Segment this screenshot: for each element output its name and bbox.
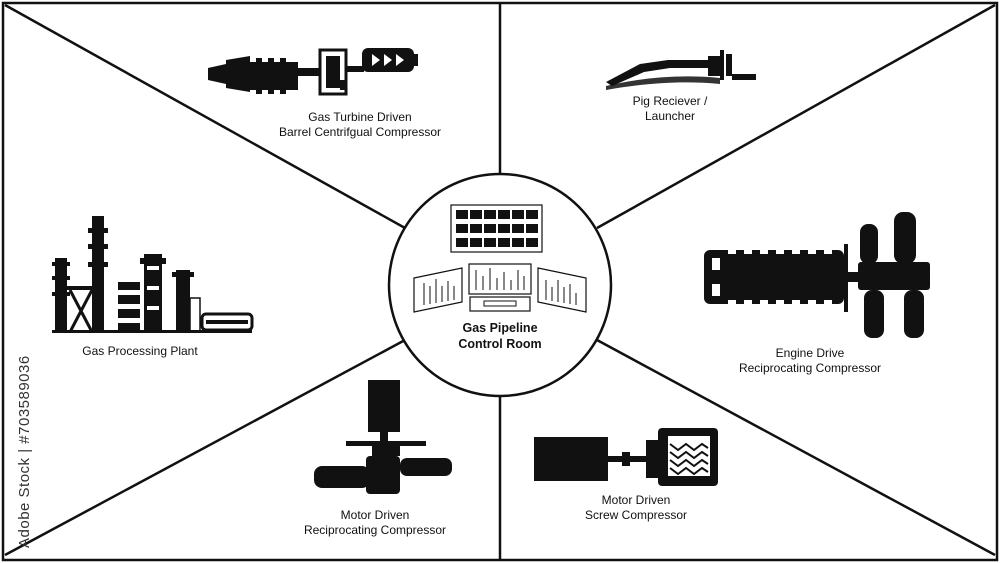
motor-reciprocating-label-line1: Motor Driven	[340, 508, 410, 522]
pig-receiver-label: Pig Reciever / Launcher	[600, 94, 740, 124]
gas-processing-plant-icon	[52, 216, 254, 333]
pig-receiver-icon	[606, 50, 756, 90]
gas-turbine-compressor-icon	[208, 48, 418, 96]
gas-turbine-label-line2: Barrel Centrifgual Compressor	[278, 125, 442, 139]
motor-reciprocating-label-line2: Reciprocating Compressor	[303, 523, 447, 537]
engine-compressor-label: Engine Drive Reciprocating Compressor	[720, 346, 900, 376]
control-room-label: Gas Pipeline Control Room	[430, 320, 570, 352]
engine-reciprocating-compressor-icon	[704, 212, 930, 338]
control-room-icon	[413, 204, 587, 313]
screw-compressor-label-line2: Screw Compressor	[584, 508, 688, 522]
engine-compressor-label-line2: Reciprocating Compressor	[738, 361, 882, 375]
stock-watermark-text: Adobe Stock | #703589036	[16, 355, 33, 548]
motor-reciprocating-compressor-icon	[314, 380, 452, 494]
stock-watermark: Adobe Stock | #703589036	[14, 320, 34, 550]
engine-compressor-label-line1: Engine Drive	[775, 346, 845, 360]
pig-receiver-label-line2: Launcher	[644, 109, 696, 123]
gas-turbine-label-line1: Gas Turbine Driven	[308, 110, 412, 124]
gas-processing-label-line1: Gas Processing Plant	[82, 344, 198, 358]
control-room-label-line2: Control Room	[458, 337, 542, 351]
screw-compressor-label-line1: Motor Driven	[601, 493, 671, 507]
motor-screw-compressor-icon	[534, 428, 718, 486]
gas-turbine-compressor-label: Gas Turbine Driven Barrel Centrifgual Co…	[250, 110, 470, 140]
control-room-label-line1: Gas Pipeline	[462, 321, 538, 335]
screw-compressor-label: Motor Driven Screw Compressor	[566, 493, 706, 523]
pig-receiver-label-line1: Pig Reciever /	[632, 94, 708, 108]
gas-processing-plant-label: Gas Processing Plant	[50, 344, 230, 359]
motor-reciprocating-label: Motor Driven Reciprocating Compressor	[280, 508, 470, 538]
